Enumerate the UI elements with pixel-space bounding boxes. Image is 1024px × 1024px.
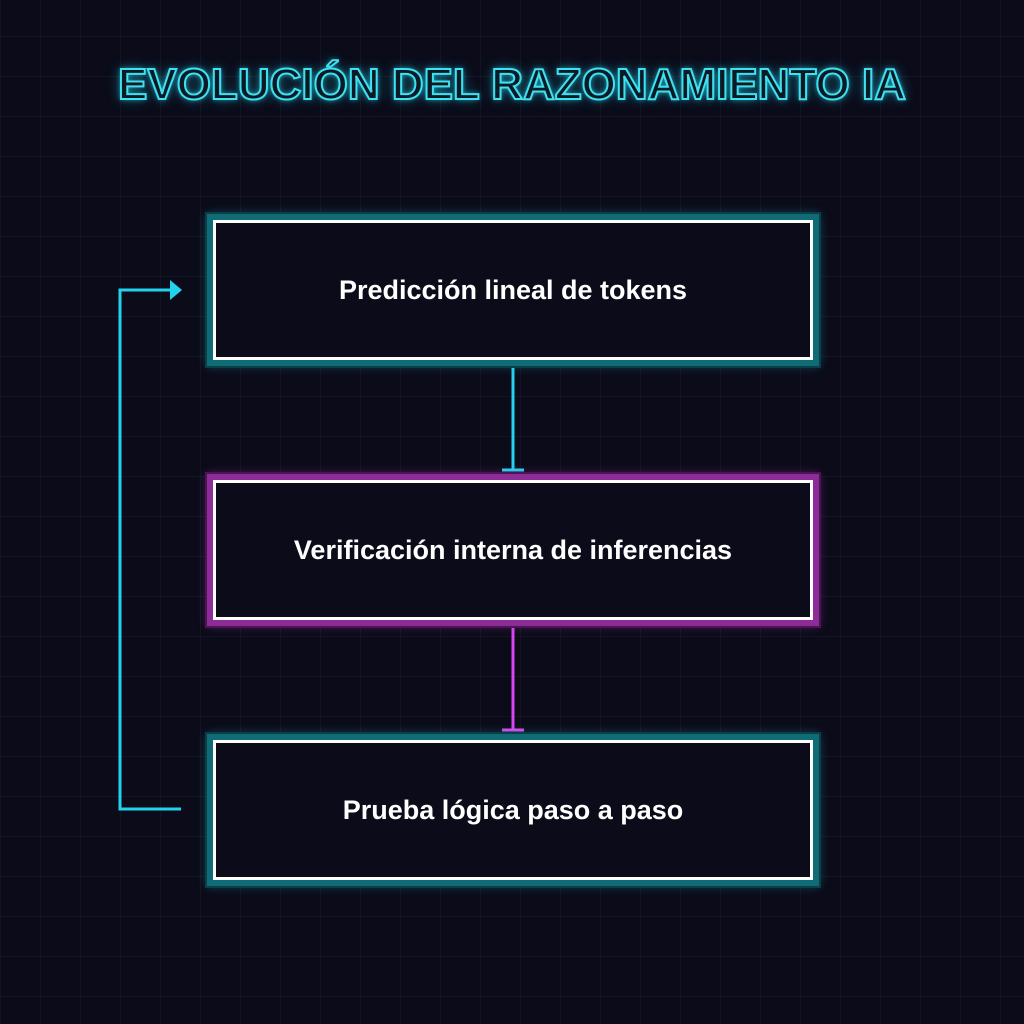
diagram-title: EVOLUCIÓN DEL RAZONAMIENTO IA bbox=[117, 59, 907, 110]
node-predicción-lineal: Predicción lineal de tokens bbox=[207, 214, 819, 366]
node-label: Verificación interna de inferencias bbox=[293, 535, 733, 565]
node-label: Predicción lineal de tokens bbox=[338, 275, 688, 305]
edge-verificación-to-prueba bbox=[502, 622, 524, 732]
node-inner-frame bbox=[213, 480, 813, 620]
node-inner-frame bbox=[213, 220, 813, 360]
node-label: Prueba lógica paso a paso bbox=[342, 795, 684, 825]
arrowhead-icon bbox=[170, 280, 182, 300]
node-inner-frame bbox=[213, 740, 813, 880]
node-verificación-interna: Verificación interna de inferencias bbox=[207, 474, 819, 626]
edge-predicción-to-verificación bbox=[502, 362, 524, 472]
node-prueba-lógica: Prueba lógica paso a paso bbox=[207, 734, 819, 886]
edge-feedback-loop-prueba-to-predicción bbox=[118, 280, 182, 811]
